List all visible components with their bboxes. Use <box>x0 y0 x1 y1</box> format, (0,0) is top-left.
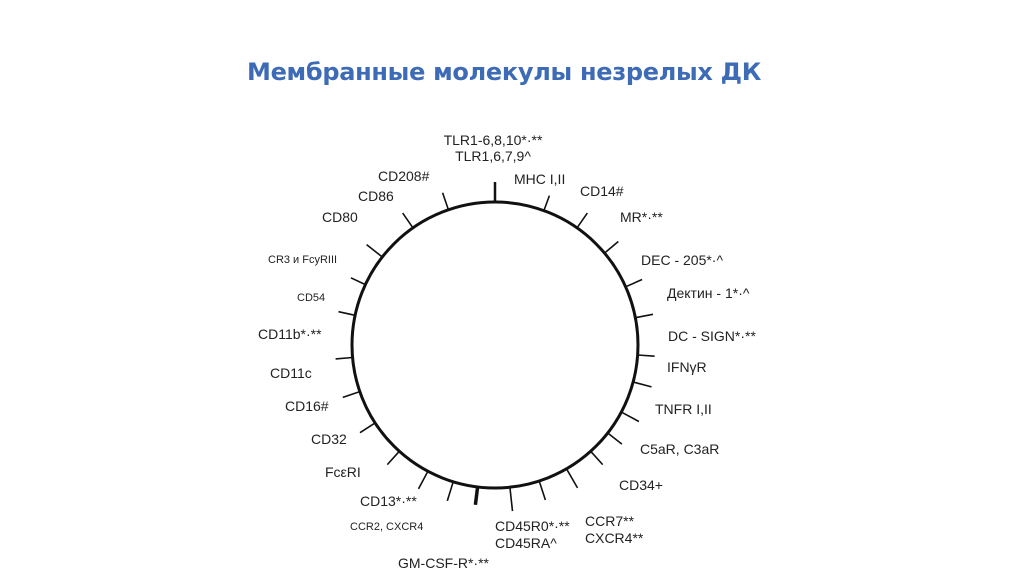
receptor-spoke <box>350 277 366 286</box>
receptor-label-line: CD11b*·** <box>258 326 322 342</box>
receptor-spokes <box>335 182 655 512</box>
receptor-label-line: TLR1,6,7,9^ <box>455 148 531 164</box>
receptor-label-line: CD54 <box>297 292 325 304</box>
receptor-label-line: IFNγR <box>667 359 707 375</box>
receptor-labels: TLR1-6,8,10*·**TLR1,6,7,9^ MHC I,II CD14# M… <box>258 132 756 571</box>
receptor-label-cr3: CR3 и FcyRIII <box>268 254 337 266</box>
receptor-label-cd80: CD80 <box>322 209 358 225</box>
receptor-spoke <box>441 192 450 211</box>
receptor-label-cd86: CD86 <box>358 188 394 204</box>
receptor-label-line: TLR1-6,8,10*·** <box>444 132 543 148</box>
receptor-label-line: CD80 <box>322 209 358 225</box>
receptor-label-mhc: MHC I,II <box>514 171 565 187</box>
receptor-label-line: FcεRI <box>325 464 361 480</box>
receptor-label-cd34: CD34+ <box>619 477 663 493</box>
receptor-label-dcsign: DC - SIGN*·** <box>668 328 756 344</box>
receptor-spoke <box>635 313 654 319</box>
receptor-label-line: DC - SIGN*·** <box>668 328 756 344</box>
receptor-spoke <box>335 356 353 360</box>
receptor-spoke <box>366 243 383 258</box>
receptor-label-line: CD86 <box>358 188 394 204</box>
receptor-spoke <box>359 422 376 434</box>
receptor-label-cd54: CD54 <box>297 292 325 304</box>
receptor-spoke <box>590 450 604 466</box>
receptor-label-line: CD16# <box>285 398 329 414</box>
receptor-label-cd32: CD32 <box>311 431 347 447</box>
receptor-spoke <box>603 240 619 254</box>
receptor-label-fcer: FcεRI <box>325 464 361 480</box>
receptor-spoke <box>402 212 414 229</box>
receptor-label-ccr2: CCR2, CXCR4 <box>350 521 423 533</box>
receptor-label-line: MHC I,II <box>514 171 565 187</box>
receptor-spoke <box>338 310 356 317</box>
receptor-spoke <box>576 212 588 229</box>
receptor-label-line: CD13*·** <box>360 493 417 509</box>
receptor-spoke <box>625 278 643 288</box>
receptor-label-line: C5aR, C3aR <box>640 441 719 457</box>
receptor-label-line: DEC - 205*·^ <box>641 252 723 268</box>
receptor-label-line: CD32 <box>311 431 347 447</box>
receptor-label-dec205: DEC - 205*·^ <box>641 252 723 268</box>
slide-title: Мембранные молекулы незрелых ДК <box>247 58 762 86</box>
receptor-spoke <box>565 468 579 489</box>
receptor-label-c5ar: C5aR, C3aR <box>640 441 719 457</box>
receptor-spoke <box>446 481 454 502</box>
receptor-label-line: CXCR4** <box>585 530 644 546</box>
receptor-spoke <box>417 470 429 490</box>
receptor-spoke <box>543 195 551 211</box>
receptor-label-line: CD34+ <box>619 477 663 493</box>
receptor-label-line: CD45R0*·** <box>495 518 570 534</box>
receptor-label-tnfr: TNFR I,II <box>655 401 712 417</box>
receptor-label-line: TNFR I,II <box>655 401 712 417</box>
cell-membrane-circle <box>350 200 640 490</box>
receptor-spoke <box>620 411 640 423</box>
receptor-spoke <box>637 354 655 357</box>
receptor-spoke <box>386 450 400 466</box>
receptor-label-cd11c: CD11c <box>270 365 312 381</box>
receptor-label-line: CCR2, CXCR4 <box>350 521 423 533</box>
receptor-label-line: CD45RA^ <box>495 535 557 551</box>
receptor-label-cd16: CD16# <box>285 398 329 414</box>
receptor-label-ifngr: IFNγR <box>667 359 707 375</box>
receptor-label-cd11b: CD11b*·** <box>258 326 322 342</box>
receptor-label-line: GM-CSF-R*·** <box>398 555 490 571</box>
receptor-spoke <box>342 390 361 399</box>
receptor-label-cd14: CD14# <box>580 183 624 199</box>
receptor-label-cd13: CD13*·** <box>360 493 417 509</box>
receptor-label-line: Дектин - 1*·^ <box>667 285 750 301</box>
receptor-spoke <box>538 480 547 501</box>
receptor-label-line: CD11c <box>270 365 312 381</box>
receptor-spoke <box>509 487 514 512</box>
receptor-label-line: CD208# <box>378 168 430 184</box>
receptor-label-line: CD14# <box>580 183 624 199</box>
receptor-spoke <box>473 486 480 506</box>
receptor-label-cd208: CD208# <box>378 168 430 184</box>
receptor-label-line: MR*·** <box>620 209 663 225</box>
receptor-label-line: CR3 и FcyRIII <box>268 254 337 266</box>
receptor-label-ccr7: CCR7**CXCR4** <box>585 513 644 546</box>
receptor-spoke <box>607 432 623 445</box>
receptor-label-mr: MR*·** <box>620 209 663 225</box>
receptor-label-line: CCR7** <box>585 513 635 529</box>
receptor-spoke <box>632 381 652 388</box>
receptor-label-dectin1: Дектин - 1*·^ <box>667 285 750 301</box>
receptor-label-gmcsfr: GM-CSF-R*·** <box>398 555 490 571</box>
receptor-label-tlr: TLR1-6,8,10*·**TLR1,6,7,9^ <box>444 132 543 164</box>
receptor-label-cd45: CD45R0*·**CD45RA^ <box>495 518 570 551</box>
